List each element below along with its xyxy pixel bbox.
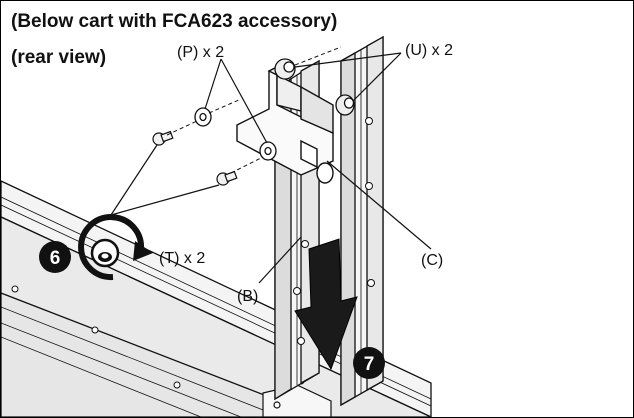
washer-p-1 [194,107,212,127]
header-line-2: (rear view) [11,47,106,68]
nut-u-1 [274,58,296,80]
label-t: (T) x 2 [159,250,205,267]
step-7-badge: 7 [353,347,385,379]
rail-b-holes [293,240,309,345]
washer-p-2 [259,141,277,161]
label-p: (P) x 2 [177,44,224,61]
leader-lines [110,52,432,284]
label-u: (U) x 2 [405,42,453,59]
step-7-number: 7 [364,354,375,375]
label-c: (C) [421,252,443,269]
rail-rear-holes [365,117,375,287]
rotate-clockwise-icon [78,214,153,281]
screw-t-2 [216,170,238,186]
nut-u-2 [335,94,355,116]
step-6-badge: 6 [39,241,71,273]
step-6-number: 6 [50,248,61,269]
alignment-lines [166,46,342,174]
header-line-1: (Below cart with FCA623 accessory) [11,11,337,32]
slide-down-arrow-icon [294,238,358,371]
label-b: (B) [237,288,258,305]
